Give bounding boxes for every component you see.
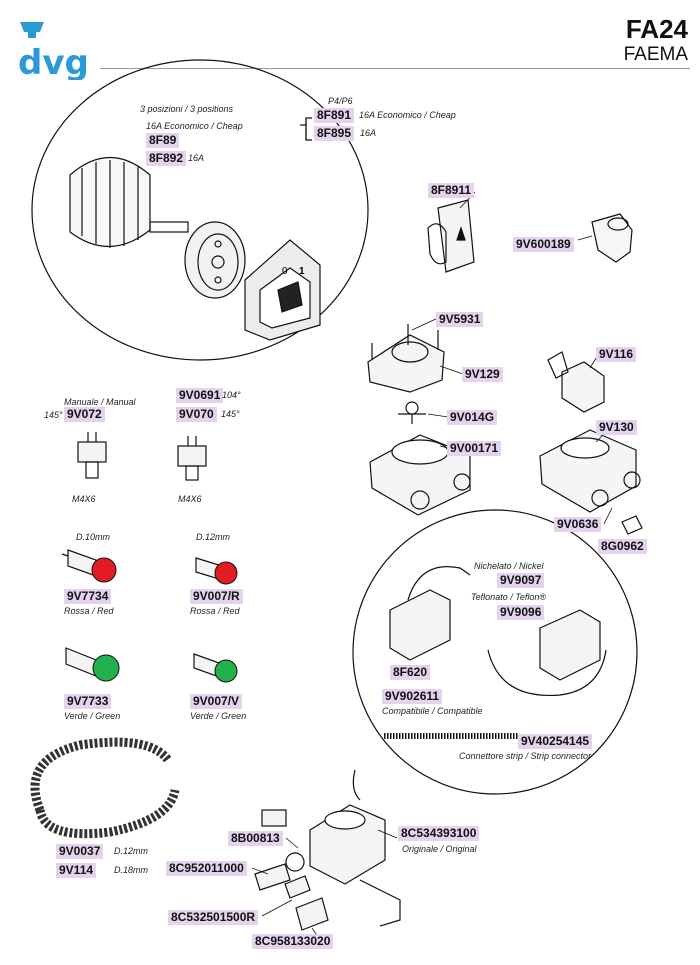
flowmeter-assembly [254,769,401,931]
code-8C958133020: 8C958133020 [252,934,334,949]
code-9V130: 9V130 [596,420,637,435]
caption-green-2: Verde / Green [190,711,247,721]
spring-9V014G [398,401,426,424]
caption-strip: Connettore strip / Strip connector [459,751,592,761]
caption-d10: D.10mm [76,532,111,542]
caption-green-1: Verde / Green [64,711,121,721]
caption-104: 104° [222,390,241,400]
code-9V5931: 9V5931 [436,312,484,327]
code-9V0691: 9V0691 [176,388,224,403]
connector-9V116 [547,351,605,413]
lamp-red-10mm [61,549,97,577]
caption-original: Originale / Original [402,844,477,854]
code-8C534393100: 8C534393100 [398,826,480,841]
code-8F89: 8F89 [146,133,180,148]
caption-d18: D.18mm [114,865,149,875]
caption-m4x6-b: M4X6 [178,494,202,504]
body-9V130 [539,429,641,513]
dvg-logo: dvg [14,14,100,83]
caption-manual: Manuale / Manual [64,397,136,407]
thermostat-9V070 [177,436,207,481]
code-9V129: 9V129 [462,367,503,382]
code-9V116: 9V116 [596,347,637,362]
red-lens-10mm [91,557,117,583]
code-9V007V: 9V007/V [190,694,243,709]
code-9V902611: 9V902611 [382,689,443,704]
caption-eco1: 16A Economico / Cheap [146,121,243,131]
code-8G0962: 8G0962 [598,539,647,554]
knob-plate [244,239,321,341]
code-8C952011000: 8C952011000 [166,861,247,876]
caption-d12b: D.12mm [114,846,149,856]
caption-16a-1: 16A [188,153,205,163]
caption-teflon: Teflonato / Teflon® [471,592,547,602]
code-9V007R: 9V007/R [190,589,243,604]
caption-nickel: Nichelato / Nickel [474,561,544,571]
code-9V070: 9V070 [176,407,217,422]
code-9V00171: 9V00171 [447,441,502,456]
code-9V114: 9V114 [56,863,97,878]
brand-name: FAEMA [623,44,688,65]
caption-16a-2: 16A [360,128,377,138]
code-9V9097: 9V9097 [497,573,545,588]
switch-group-ellipse [31,59,369,361]
caption-p4p6: P4/P6 [328,96,353,106]
code-8B00813: 8B00813 [228,831,283,846]
thermostat-9V072 [77,432,107,479]
caption-145-b: 145° [221,409,240,419]
code-8F8911: 8F8911 [428,183,475,198]
code-9V072: 9V072 [64,407,105,422]
caption-compat: Compatibile / Compatible [382,706,483,716]
code-8F891: 8F891 [314,108,355,123]
code-9V7734: 9V7734 [64,589,112,604]
code-8C532501500R: 8C532501500R [168,910,259,925]
thermostat-base [367,324,445,393]
caption-red-1: Rossa / Red [64,606,114,616]
caption-m4x6-a: M4X6 [72,494,96,504]
flowmeter-9V9096 [487,609,607,697]
code-9V600189: 9V600189 [513,237,574,252]
knob-9V600189 [591,213,633,263]
flowmeter-8F620 [389,566,471,661]
flowmeter-circle [352,509,638,795]
logo-text: dvg [18,43,89,80]
code-9V014G: 9V014G [447,410,498,425]
caption-145-a: 145° [44,410,63,420]
code-9V9096: 9V9096 [497,605,545,620]
switch-disc [184,221,246,299]
code-9V0636: 9V0636 [554,517,602,532]
code-8F892: 8F892 [146,151,187,166]
code-9V7733: 9V7733 [64,694,112,709]
green-lens-12mm [214,659,238,683]
lamp-green-10mm [65,647,97,677]
caption-d12: D.12mm [196,532,231,542]
spiral-hose [30,737,180,839]
rotary-switch [69,156,189,248]
code-9V0037: 9V0037 [56,844,104,859]
code-8F895: 8F895 [314,126,355,141]
red-lens-12mm [214,561,238,585]
caption-positions: 3 posizioni / 3 positions [140,104,234,114]
header-rule [100,68,690,69]
caption-eco2: 16A Economico / Cheap [359,110,456,120]
dial-one: 1 [299,266,305,277]
plug-8G0962 [621,515,643,535]
green-lens-10mm [92,654,120,682]
model-code: FA24 [625,14,688,44]
code-9V40254145: 9V40254145 [518,734,593,749]
dial-zero: 0 [282,266,288,277]
knob-8F8911 [427,199,475,273]
caption-red-2: Rossa / Red [190,606,240,616]
code-8F620: 8F620 [390,665,431,680]
